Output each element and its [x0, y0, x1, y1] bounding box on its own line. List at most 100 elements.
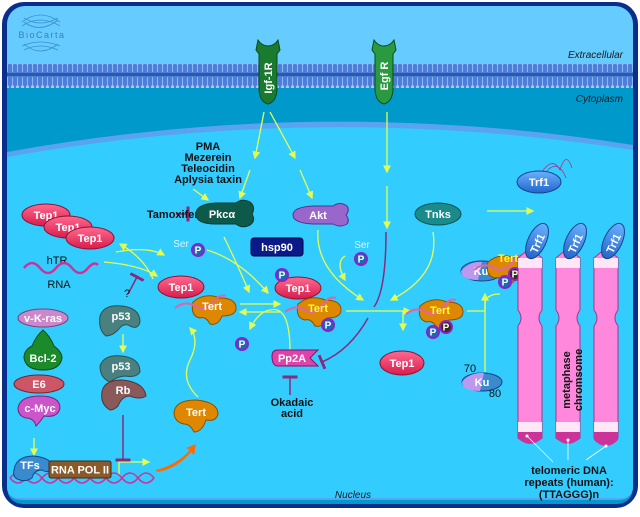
tamoxifen-label: Tamoxifen	[147, 209, 201, 221]
phospho-site: P	[191, 243, 205, 257]
igf1r-receptor[interactable]: Igf-1R	[255, 38, 281, 105]
p53[interactable]: p53	[99, 305, 141, 337]
biocarta-logo: BioCarta	[18, 14, 65, 52]
svg-text:Pp2A: Pp2A	[278, 353, 306, 365]
svg-text:Aplysia taxin: Aplysia taxin	[174, 174, 242, 186]
metaphase-chromosomes: metaphase chromsome	[517, 247, 619, 463]
svg-text:TFs: TFs	[20, 460, 40, 472]
hsp90[interactable]: hsp90	[250, 237, 304, 257]
svg-text:P: P	[325, 321, 332, 332]
inhibition-lines	[115, 206, 387, 462]
chromosome-3	[593, 247, 619, 448]
svg-text:Rb: Rb	[116, 385, 131, 397]
tert-phospho-complex[interactable]: Tert P P	[405, 298, 464, 339]
svg-text:Ser: Ser	[173, 239, 189, 250]
c-myc[interactable]: c-Myc	[17, 395, 61, 427]
ku-tert-telomere-complex[interactable]: Ku Tert P P	[460, 253, 532, 289]
ser-phospho-left: Ser	[173, 239, 189, 250]
svg-text:Tert: Tert	[202, 301, 222, 313]
svg-text:P: P	[239, 340, 246, 351]
svg-text:Tert: Tert	[186, 407, 206, 419]
telomeric-dna-label: telomeric DNA repeats (human): (TTAGGG)n	[524, 465, 613, 501]
tert-free[interactable]: Tert	[173, 399, 219, 433]
v-k-ras[interactable]: v-K-ras	[17, 308, 69, 328]
phospho-site: P	[354, 252, 368, 266]
tep1-tert-complex-1[interactable]: Tep1 Tert	[157, 275, 237, 325]
svg-text:p53: p53	[112, 361, 131, 373]
svg-text:Okadaic: Okadaic	[271, 397, 314, 409]
svg-text:Teleocidin: Teleocidin	[181, 163, 235, 175]
svg-text:RNA: RNA	[47, 279, 71, 291]
tep1-tert-complex-2[interactable]: Tep1 P Tert P	[274, 268, 342, 332]
htr-rna: hTR RNA	[23, 255, 99, 291]
chromosome-1	[517, 247, 543, 444]
svg-text:E6: E6	[32, 379, 45, 391]
transcription-factors[interactable]: TFs	[13, 455, 55, 482]
svg-text:hsp90: hsp90	[261, 242, 293, 254]
tep1-stack[interactable]: Tep1 Tep1 Tep1	[21, 203, 115, 250]
tnks[interactable]: Tnks	[414, 202, 462, 226]
svg-text:(TTAGGG)n: (TTAGGG)n	[539, 489, 600, 501]
egfr-label: Egf R	[379, 62, 391, 91]
svg-text:Tert: Tert	[498, 253, 518, 265]
transcription-arrow	[155, 444, 196, 472]
activators-list: PMA Mezerein Teleocidin Aplysia taxin	[174, 141, 242, 186]
svg-text:Tert: Tert	[308, 303, 328, 315]
chromosome-label-line1: metaphase	[561, 351, 573, 408]
svg-text:Mezerein: Mezerein	[184, 152, 231, 164]
bcl-2[interactable]: Bcl-2	[23, 329, 63, 371]
svg-text:P: P	[279, 271, 286, 282]
okadaic-acid-label: Okadaic acid	[271, 397, 314, 420]
cell-membrane	[7, 64, 633, 88]
trf1-free[interactable]: Trf1	[516, 159, 573, 194]
question-mark: ?	[124, 288, 130, 300]
chromosome-2: metaphase chromsome	[555, 247, 585, 444]
svg-text:P: P	[358, 255, 365, 266]
igf1r-label: Igf-1R	[263, 62, 275, 93]
svg-text:PMA: PMA	[196, 141, 221, 153]
tep1-released[interactable]: Tep1	[379, 350, 425, 376]
svg-text:P: P	[502, 278, 509, 289]
ser-label-middle: Ser	[354, 240, 370, 251]
akt[interactable]: Akt	[292, 203, 349, 227]
e6[interactable]: E6	[13, 374, 65, 394]
pp2a[interactable]: Pp2A	[271, 349, 320, 367]
pkc-alpha[interactable]: Pkcα	[195, 199, 255, 228]
svg-text:P: P	[512, 270, 519, 281]
svg-text:Pkcα: Pkcα	[209, 209, 236, 221]
svg-text:70: 70	[464, 363, 476, 375]
svg-text:Trf1: Trf1	[529, 177, 549, 189]
svg-text:RNA POL II: RNA POL II	[51, 465, 109, 477]
svg-text:Tep1: Tep1	[78, 233, 103, 245]
svg-text:P: P	[430, 328, 437, 339]
svg-text:Ku: Ku	[475, 377, 490, 389]
svg-text:Tnks: Tnks	[425, 209, 451, 221]
svg-text:v-K-ras: v-K-ras	[24, 313, 62, 325]
svg-text:80: 80	[489, 388, 501, 400]
svg-text:Tep1: Tep1	[169, 282, 194, 294]
svg-text:P: P	[443, 323, 450, 334]
phospho-site: P	[235, 337, 249, 351]
svg-text:acid: acid	[281, 408, 303, 420]
rna-polymerase-ii[interactable]: RNA POL II	[48, 460, 112, 479]
svg-text:Tert: Tert	[430, 305, 450, 317]
svg-text:telomeric DNA: telomeric DNA	[531, 465, 607, 477]
chromosome-label-line2: chromsome	[573, 349, 585, 411]
nucleus-label: Nucleus	[335, 490, 371, 501]
svg-text:repeats (human):: repeats (human):	[524, 477, 613, 489]
svg-text:P: P	[195, 246, 202, 257]
svg-text:c-Myc: c-Myc	[24, 403, 55, 415]
egfr-receptor[interactable]: Egf R	[371, 38, 397, 105]
p53-rb-complex[interactable]: p53 Rb	[99, 355, 147, 411]
svg-text:Tep1: Tep1	[286, 283, 311, 295]
extracellular-label: Extracellular	[568, 50, 624, 61]
ku70-80[interactable]: 70 Ku 80	[461, 363, 503, 400]
svg-text:Tep1: Tep1	[390, 358, 415, 370]
signal-arrows	[30, 111, 543, 475]
svg-text:Bcl-2: Bcl-2	[30, 353, 57, 365]
cytoplasm-label: Cytoplasm	[576, 94, 623, 105]
svg-text:Ku: Ku	[474, 266, 489, 278]
brand-name: BioCarta	[18, 30, 65, 40]
trf1-on-chromosome[interactable]: Trf1 Trf1 Trf1	[521, 220, 629, 262]
